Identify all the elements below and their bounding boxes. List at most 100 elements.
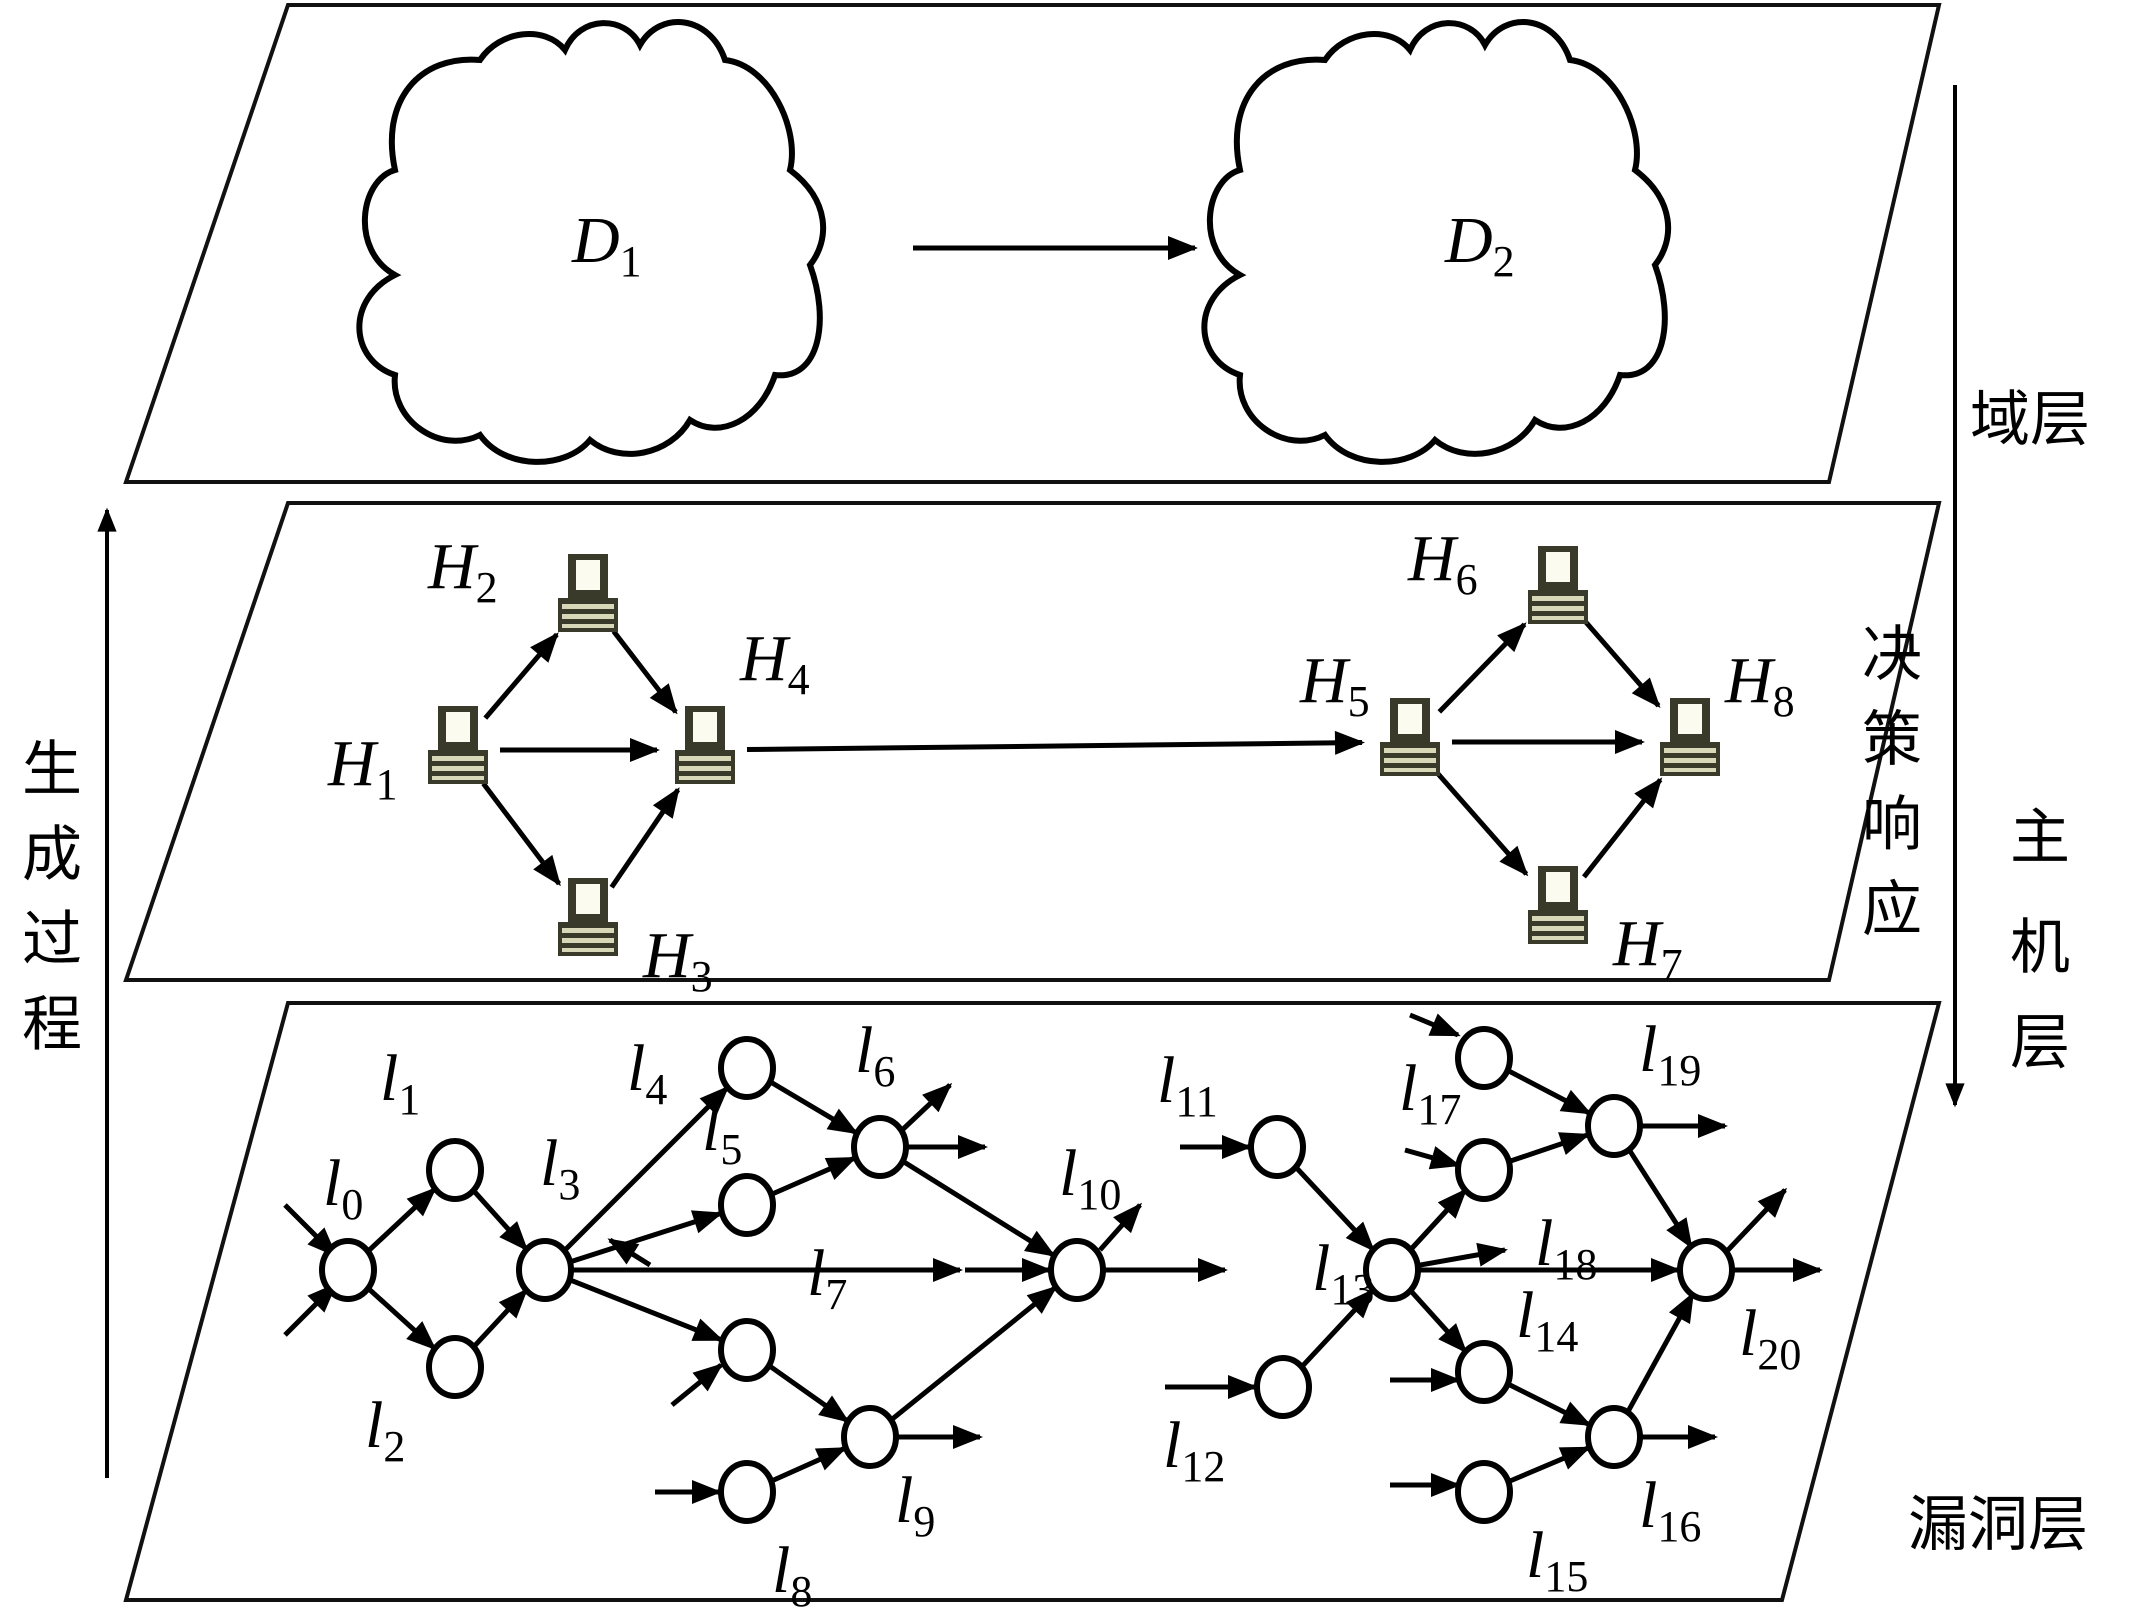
vuln-node-l6 [851, 1115, 909, 1179]
vuln-node-l11 [1248, 1115, 1306, 1179]
edge-l18-l19 [1507, 1132, 1591, 1165]
external-edge-stub [283, 1203, 338, 1258]
edge-l9-l10 [888, 1285, 1058, 1423]
external-edge-stub [1726, 1187, 1788, 1252]
vuln-node-l19 [1585, 1094, 1643, 1158]
vuln-node-l10 [1048, 1238, 1106, 1302]
svg-text:响: 响 [1862, 790, 1922, 860]
external-edge-stub [1404, 1146, 1461, 1170]
vuln-node-extra [1455, 1026, 1513, 1090]
vuln-label-l9: l9 [895, 1464, 935, 1546]
svg-text:成: 成 [22, 820, 82, 890]
edge-l8-l9 [769, 1446, 848, 1484]
domain-layer-label: 域层 [1970, 385, 2090, 455]
edge-l19-l20 [1625, 1146, 1694, 1249]
edge-l4-l6 [768, 1079, 859, 1135]
svg-text:程: 程 [22, 990, 82, 1060]
edge-l15-l16 [1506, 1445, 1591, 1485]
edge-l0-l1 [365, 1187, 437, 1255]
vuln-node-l14 [1455, 1340, 1513, 1404]
external-edge-stub [283, 1282, 338, 1337]
host-label-h6: H6 [1407, 522, 1478, 604]
vuln-node-l9 [841, 1405, 899, 1469]
edge-h5-h7 [1435, 771, 1529, 877]
svg-text:策: 策 [1862, 705, 1922, 775]
domain-cloud-d2 [1201, 19, 1672, 465]
vuln-label-l0: l0 [323, 1147, 363, 1229]
vuln-label-l18: l18 [1535, 1207, 1597, 1289]
host-label-h4: H4 [739, 622, 810, 704]
edge-l14-l16 [1506, 1381, 1592, 1427]
edge-l12-l13 [1298, 1288, 1375, 1370]
host-edges [481, 620, 1663, 889]
vuln-label-l1: l1 [380, 1042, 420, 1124]
edge-l5-l6 [769, 1155, 858, 1197]
edge-l0-l2 [365, 1285, 437, 1351]
edge-h1-h2 [483, 632, 559, 720]
vuln-node-l16 [1585, 1405, 1643, 1469]
vuln-node-l13 [1363, 1238, 1421, 1302]
edge-h2-h4 [611, 629, 678, 715]
vuln-label-l5: l5 [702, 1092, 742, 1174]
vuln-label-l17: l17 [1399, 1052, 1461, 1134]
edge-l11-l13 [1292, 1164, 1375, 1252]
edge-l17-l19 [1505, 1067, 1592, 1116]
vuln-node-l7 [718, 1318, 776, 1382]
svg-text:层: 层 [2010, 1008, 2070, 1078]
edge-h7-h8 [1581, 777, 1663, 879]
vuln-label-l7: l7 [807, 1237, 847, 1319]
edge-l6-l10 [900, 1158, 1056, 1258]
vuln-label-l3: l3 [540, 1127, 580, 1209]
edge-l7-l9 [766, 1362, 850, 1423]
vuln-label-l10: l10 [1059, 1137, 1121, 1219]
svg-text:决: 决 [1862, 620, 1922, 690]
vuln-node-l8 [718, 1460, 776, 1524]
host-label-h5: H5 [1299, 644, 1370, 726]
vulnerability-layer-label: 漏洞层 [1908, 1490, 2088, 1560]
svg-text:生: 生 [22, 735, 82, 805]
external-edge-stub [1409, 1012, 1461, 1038]
edge-h6-h8 [1583, 620, 1661, 709]
svg-text:应: 应 [1862, 875, 1922, 945]
edge-l3-l5 [568, 1210, 724, 1265]
edge-l13-l18 [1407, 1188, 1468, 1253]
external-edge-stub [670, 1363, 724, 1407]
domain-cloud-d1 [356, 19, 827, 465]
vuln-node-l0 [319, 1238, 377, 1302]
vuln-label-l13: l13 [1312, 1232, 1374, 1314]
edge-h4-h5 [746, 730, 1366, 755]
vuln-node-l2 [426, 1335, 484, 1399]
host-layer-label: 主 机 层 [2010, 803, 2070, 1078]
vuln-label-l19: l19 [1639, 1013, 1701, 1095]
vuln-node-l4 [718, 1036, 776, 1100]
vuln-node-l20 [1677, 1238, 1735, 1302]
edge-l2-l3 [470, 1288, 528, 1350]
vuln-label-l15: l15 [1526, 1519, 1588, 1601]
external-edge-stub [607, 1237, 652, 1268]
edge-l3-l4 [561, 1085, 730, 1254]
edge-l3-l7 [568, 1277, 724, 1343]
host-label-h3: H3 [642, 919, 713, 1001]
edge-l1-l3 [470, 1187, 529, 1252]
external-edge-stub [1098, 1202, 1142, 1252]
host-layer-plane [123, 501, 1942, 982]
vuln-edges [283, 1012, 1823, 1504]
vuln-node-l1 [426, 1138, 484, 1202]
svg-text:过: 过 [22, 905, 82, 975]
vuln-node-l12 [1254, 1355, 1312, 1419]
vuln-label-l16: l16 [1639, 1469, 1701, 1551]
vuln-label-l14: l14 [1516, 1279, 1578, 1361]
vuln-label-l12: l12 [1163, 1409, 1225, 1491]
svg-text:机: 机 [2010, 913, 2070, 983]
generation-process-label: 生 成 过 程 [22, 735, 82, 1060]
domain-label-d1: D1 [571, 204, 642, 286]
edge-h1-h3 [481, 781, 562, 887]
domain-label-d2: D2 [1444, 204, 1515, 286]
edge-l13-l14 [1407, 1287, 1468, 1354]
host-label-h2: H2 [427, 530, 498, 612]
edge-h5-h6 [1437, 622, 1527, 714]
svg-text:主: 主 [2010, 803, 2070, 873]
